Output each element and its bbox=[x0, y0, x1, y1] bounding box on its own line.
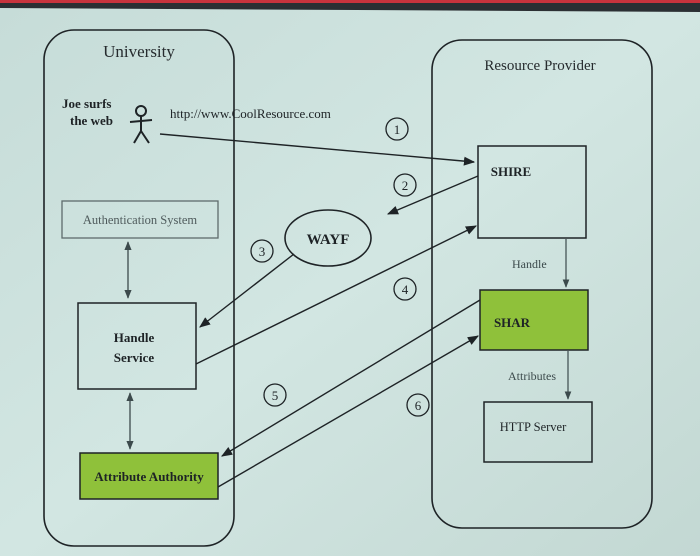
step-5-number: 5 bbox=[272, 388, 279, 403]
http-server-box bbox=[483, 401, 593, 463]
step-4-number: 4 bbox=[402, 282, 409, 297]
shire-label: SHIRE bbox=[491, 164, 531, 179]
step-3-number: 3 bbox=[259, 244, 266, 259]
university-panel: University bbox=[43, 29, 235, 547]
step1-user-to-shire-arrow bbox=[159, 133, 476, 166]
handle-service-label-line2: Service bbox=[114, 350, 155, 365]
authentication-system-box bbox=[61, 200, 219, 239]
step-3-marker: 3 bbox=[250, 239, 274, 263]
resource-provider-panel: Resource Provider bbox=[431, 39, 653, 529]
university-border bbox=[43, 29, 235, 547]
resource-provider-title: Resource Provider bbox=[484, 58, 595, 74]
wayf-label: WAYF bbox=[307, 232, 350, 248]
handle-service-label-line1: Handle bbox=[114, 330, 155, 345]
step5-shar-to-attribute-arrow bbox=[221, 299, 481, 457]
top-accent-bar bbox=[0, 0, 700, 3]
attribute-authority-label: Attribute Authority bbox=[94, 469, 204, 484]
step-4-marker: 4 bbox=[393, 277, 417, 301]
shar-label: SHAR bbox=[494, 315, 531, 330]
authentication-system-label: Authentication System bbox=[83, 213, 197, 227]
handle-arrow-label: Handle bbox=[512, 257, 547, 271]
user-caption-line1: Joe surfs bbox=[62, 96, 111, 111]
attributes-arrow-label: Attributes bbox=[508, 369, 556, 383]
step-6-marker: 6 bbox=[406, 393, 430, 417]
stick-figure-icon bbox=[129, 105, 153, 144]
shire-box bbox=[477, 145, 587, 239]
handle-service-box bbox=[77, 302, 197, 390]
http-server-label: HTTP Server bbox=[500, 420, 567, 434]
step-1-number: 1 bbox=[394, 122, 401, 137]
step6-attribute-to-shar-arrow bbox=[217, 335, 479, 488]
url-label: http://www.CoolResource.com bbox=[170, 106, 331, 121]
wayf-ellipse bbox=[284, 209, 372, 267]
step-2-marker: 2 bbox=[393, 173, 417, 197]
step-6-number: 6 bbox=[415, 398, 422, 413]
step-2-number: 2 bbox=[402, 178, 409, 193]
attribute-authority-box bbox=[79, 452, 219, 500]
step-5-marker: 5 bbox=[263, 383, 287, 407]
step2-shire-to-wayf-arrow bbox=[386, 175, 479, 215]
shar-box bbox=[479, 289, 589, 351]
resource-provider-border bbox=[431, 39, 653, 529]
step-1-marker: 1 bbox=[385, 117, 409, 141]
user-caption-line2: the web bbox=[70, 113, 113, 128]
university-title: University bbox=[103, 42, 175, 61]
step3-wayf-to-handle-arrow bbox=[199, 253, 295, 328]
step4-handle-to-shire-arrow bbox=[195, 225, 478, 365]
